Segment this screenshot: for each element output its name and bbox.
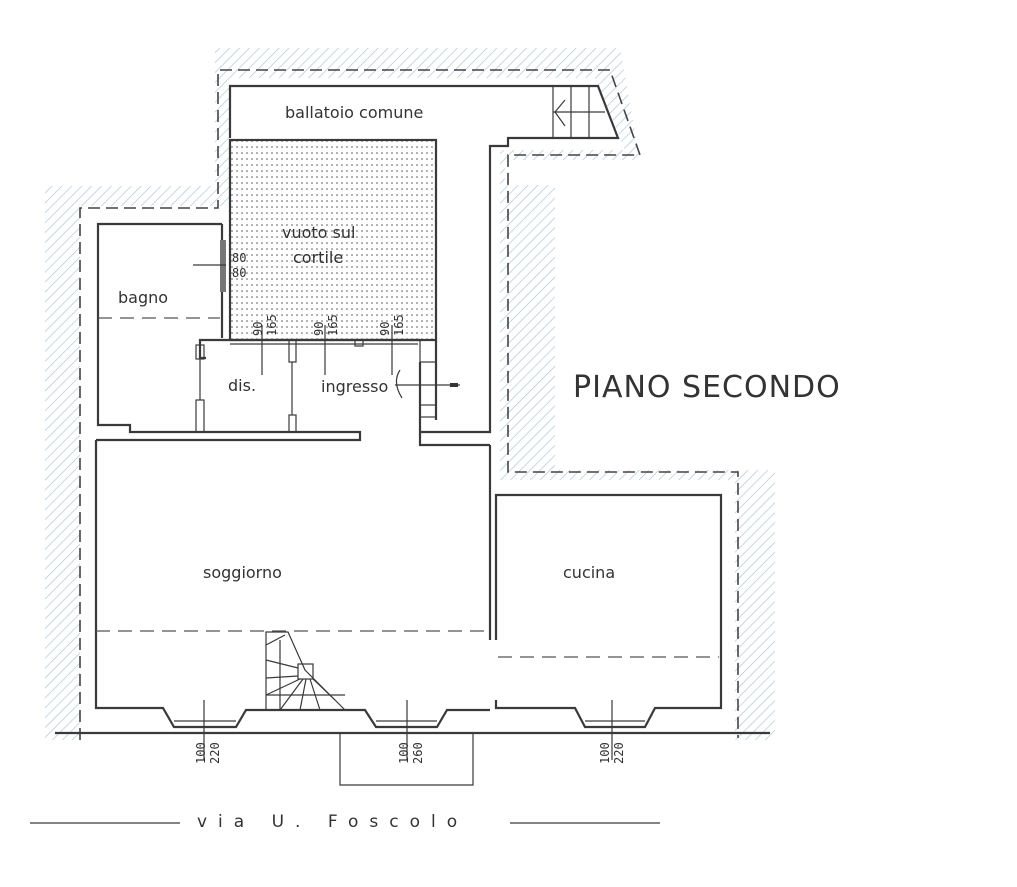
street-label-group: via U. Foscolo <box>30 812 660 832</box>
property-boundary <box>79 69 739 740</box>
dim-court1-h: 165 <box>265 314 279 336</box>
dim-street3-w: 100 <box>598 742 612 764</box>
soggiorno-room <box>55 440 770 786</box>
label-vuoto-line2: cortile <box>293 248 343 267</box>
label-ballatoio: ballatoio comune <box>285 103 423 122</box>
stair-arrow-icon <box>554 99 566 127</box>
dim-court3-h: 165 <box>392 314 406 336</box>
dim-court3-w: 90 <box>378 322 392 336</box>
dim-court2-h: 165 <box>326 314 340 336</box>
dim-street1-w: 100 <box>194 742 208 764</box>
ballatoio-walkway <box>228 84 620 434</box>
dim-street2-h: 260 <box>411 742 425 764</box>
hall-partitions <box>195 325 490 447</box>
dim-court1-w: 90 <box>251 322 265 336</box>
spiral-stair-icon <box>265 631 346 711</box>
dim-bagno-w: 80 <box>232 251 246 265</box>
label-vuoto-line1: vuoto sul <box>282 223 355 242</box>
dim-street2-w: 100 <box>397 742 411 764</box>
label-ingresso: ingresso <box>321 377 388 396</box>
bagno-room <box>96 222 362 442</box>
bagno-window <box>220 240 226 292</box>
dim-bagno-h: 80 <box>232 266 246 280</box>
cucina-room <box>494 493 723 760</box>
label-dis: dis. <box>228 376 256 395</box>
label-cucina: cucina <box>563 563 615 582</box>
dim-street3-h: 220 <box>612 742 626 764</box>
label-bagno: bagno <box>118 288 168 307</box>
dim-court2-w: 90 <box>312 322 326 336</box>
entrance-door-icon <box>395 369 403 399</box>
street-name: via U. Foscolo <box>197 812 468 832</box>
floor-title: PIANO SECONDO <box>573 370 841 405</box>
dim-street1-h: 220 <box>208 742 222 764</box>
label-soggiorno: soggiorno <box>203 563 282 582</box>
